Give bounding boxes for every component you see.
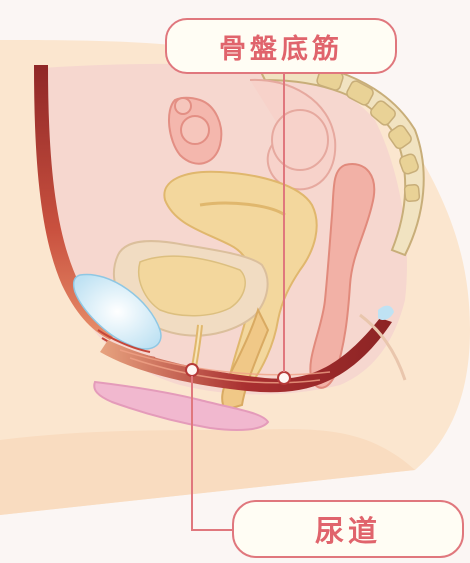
pelvic-floor-marker [278,372,290,384]
urethra-marker [186,364,198,376]
urethra-label: 尿道 [232,500,464,558]
pelvic-floor-label: 骨盤底筋 [165,18,397,74]
